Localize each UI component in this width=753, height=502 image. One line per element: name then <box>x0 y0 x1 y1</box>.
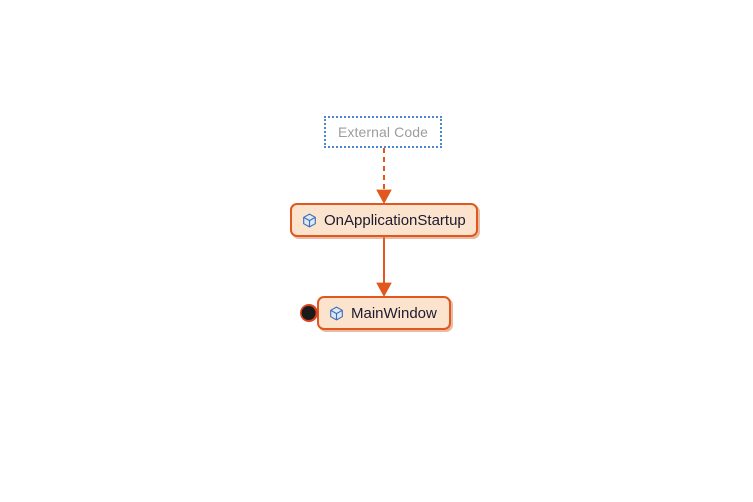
node-onapplicationstartup[interactable]: OnApplicationStartup <box>290 203 478 237</box>
current-frame-marker[interactable] <box>299 303 319 323</box>
node-mainwindow-label: MainWindow <box>351 304 437 322</box>
node-mainwindow[interactable]: MainWindow <box>317 296 451 330</box>
node-onapplicationstartup-label: OnApplicationStartup <box>324 211 466 229</box>
node-external-code-label: External Code <box>337 124 429 140</box>
node-external-code[interactable]: External Code <box>324 116 442 148</box>
cube-icon <box>303 213 316 227</box>
cube-icon <box>330 306 343 320</box>
